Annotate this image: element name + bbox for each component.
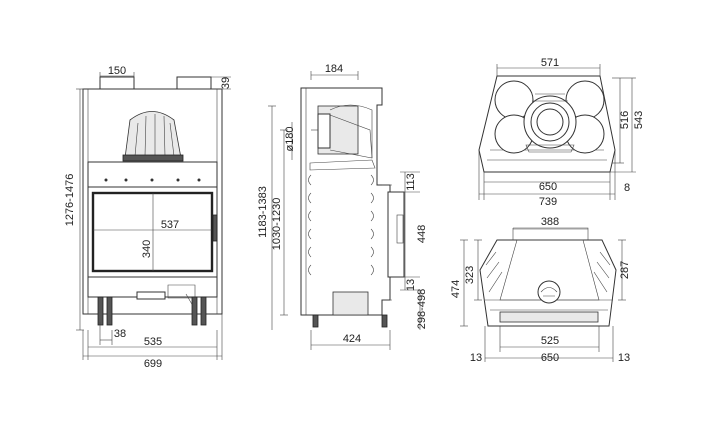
side-dim-13-label: 13 bbox=[405, 279, 417, 291]
side-flue-offset-label: 184 bbox=[325, 63, 343, 75]
side-height-a-label: 1183-1383 bbox=[257, 186, 269, 238]
side-depth-label: 424 bbox=[343, 333, 361, 345]
front-top-width-label: 150 bbox=[108, 65, 126, 77]
section-top-width-label: 388 bbox=[541, 216, 559, 228]
front-top-height-label: 39 bbox=[220, 77, 232, 89]
section-height-c-label: 287 bbox=[619, 261, 631, 279]
front-overall-width-label: 699 bbox=[144, 358, 162, 370]
front-height-range-label: 1276-1476 bbox=[64, 174, 76, 227]
top-inner-width-label: 650 bbox=[539, 181, 557, 193]
section-left-edge-label: 13 bbox=[470, 352, 482, 364]
front-glass-width-label: 537 bbox=[161, 219, 179, 231]
top-width-label: 571 bbox=[541, 57, 559, 69]
side-dim-range-label: 298-498 bbox=[416, 289, 428, 329]
section-height-a-label: 323 bbox=[464, 266, 476, 284]
front-glass-height-label: 340 bbox=[141, 240, 153, 258]
section-bottom-width-label: 525 bbox=[541, 335, 559, 347]
top-dim-8-label: 8 bbox=[624, 182, 630, 194]
side-ribs bbox=[308, 174, 374, 276]
top-depth-b-label: 543 bbox=[633, 111, 645, 129]
frame-bolts bbox=[104, 178, 201, 182]
door-glass bbox=[91, 191, 214, 273]
side-dim-113-label: 113 bbox=[405, 173, 417, 191]
section-view: 388 323 474 287 525 13 650 13 bbox=[450, 216, 631, 364]
side-view: 184 ø180 1183-1383 1030-1230 113 448 13 … bbox=[257, 63, 428, 350]
front-base-width-label: 535 bbox=[144, 336, 162, 348]
front-leg-width-label: 38 bbox=[114, 328, 126, 340]
section-height-b-label: 474 bbox=[450, 280, 462, 298]
top-overall-width-label: 739 bbox=[539, 196, 557, 208]
side-flue-diameter-label: ø180 bbox=[284, 126, 296, 151]
side-height-b-label: 1030-1230 bbox=[271, 198, 283, 251]
section-width-label: 650 bbox=[541, 352, 559, 364]
top-view: 571 516 543 650 8 739 bbox=[478, 57, 645, 208]
section-right-edge-label: 13 bbox=[618, 352, 630, 364]
side-dim-448-label: 448 bbox=[416, 225, 428, 243]
front-view: 150 39 1276-1476 537 340 38 535 699 bbox=[64, 65, 232, 370]
top-depth-a-label: 516 bbox=[619, 111, 631, 129]
